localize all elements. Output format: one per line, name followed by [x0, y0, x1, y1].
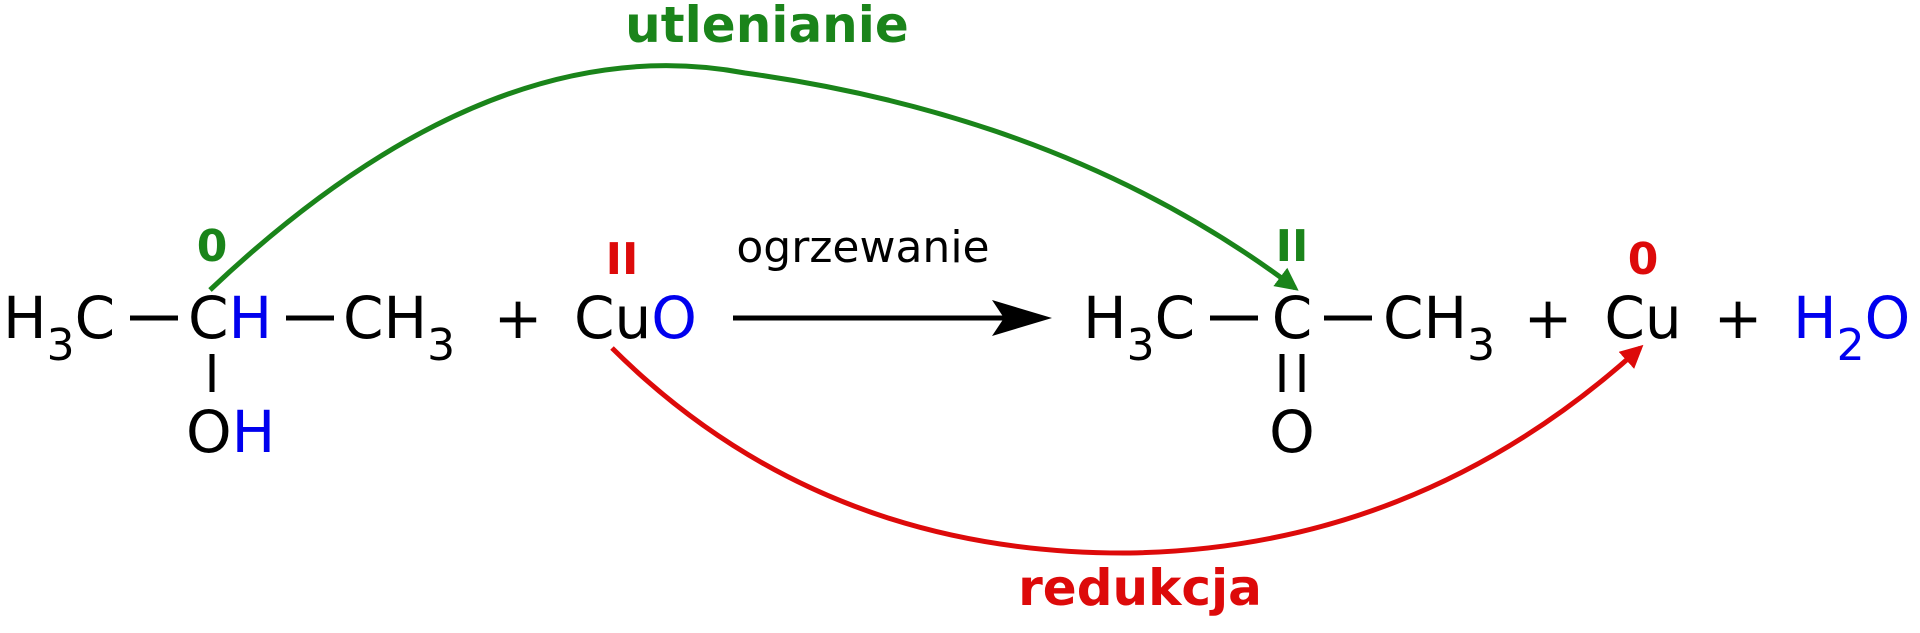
- reduction-arrow: [610, 344, 1644, 556]
- copper-oxide-o: O: [651, 284, 697, 352]
- acetone-central-carbon: C: [1272, 284, 1313, 352]
- plus-3: +: [1714, 284, 1763, 352]
- h3c-left-c: C: [75, 284, 116, 352]
- copper-oxide-cu: Cu: [574, 284, 651, 352]
- svg-text:CH: CH: [188, 284, 272, 352]
- central-hydrogen: H: [229, 284, 273, 352]
- acetone-h3c-sub: 3: [1127, 320, 1155, 371]
- h3c-left-sub: 3: [47, 320, 75, 371]
- acetone-ch3-ch: CH: [1383, 284, 1467, 352]
- h3c-left-h: H: [3, 284, 47, 352]
- acetone-molecule: H3C C CH3 O: [1083, 284, 1495, 466]
- acetone-ch3-sub: 3: [1467, 320, 1495, 371]
- oxidation-state-c-product: II: [1276, 221, 1309, 272]
- svg-text:OH: OH: [186, 398, 275, 466]
- svg-text:H3C: H3C: [3, 284, 115, 371]
- water: H2O: [1793, 284, 1910, 371]
- oxidation-state-c-reactant: 0: [197, 221, 228, 272]
- hydroxyl-h: H: [232, 398, 276, 466]
- svg-text:CH3: CH3: [1383, 284, 1495, 371]
- water-h: H: [1793, 284, 1837, 352]
- oxidation-state-cu-reactant: II: [606, 234, 639, 285]
- central-carbon: C: [188, 284, 229, 352]
- oxidation-label: utlenianie: [625, 0, 909, 54]
- oxidation-arrow: [208, 63, 1299, 292]
- acetone-h3c-h: H: [1083, 284, 1127, 352]
- plus-2: +: [1524, 284, 1573, 352]
- acetone-h3c-c: C: [1155, 284, 1196, 352]
- oxidation-state-cu-product: 0: [1628, 234, 1659, 285]
- water-sub: 2: [1837, 320, 1865, 371]
- reduction-label: redukcja: [1018, 559, 1262, 617]
- plus-1: +: [494, 284, 543, 352]
- copper-oxide: CuO: [574, 284, 697, 352]
- reaction-condition: ogrzewanie: [736, 222, 989, 273]
- water-o: O: [1865, 284, 1911, 352]
- svg-text:H3C: H3C: [1083, 284, 1195, 371]
- svg-text:CH3: CH3: [343, 284, 455, 371]
- ch3-right-sub: 3: [427, 320, 455, 371]
- copper-product: Cu: [1604, 284, 1681, 352]
- reaction-arrow-head: [992, 300, 1052, 336]
- ch3-right-ch: CH: [343, 284, 427, 352]
- isopropanol-molecule: H3C CH CH3 OH: [3, 284, 455, 466]
- hydroxyl-o: O: [186, 398, 232, 466]
- carbonyl-oxygen: O: [1269, 398, 1315, 466]
